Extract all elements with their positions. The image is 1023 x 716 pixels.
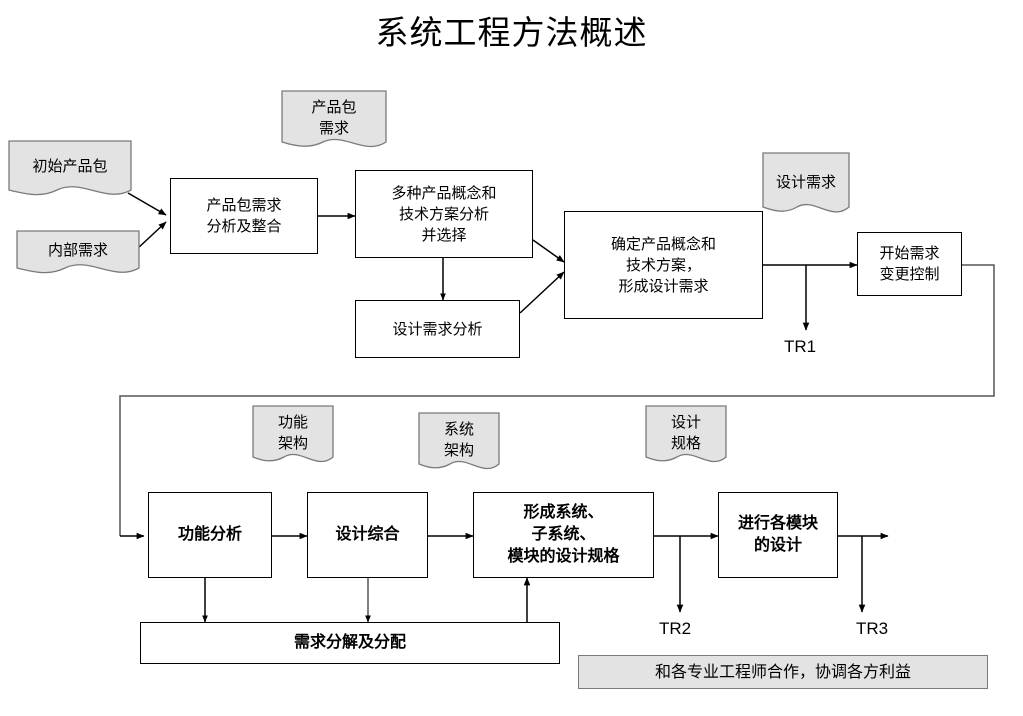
doc-initial-product-package-label: 初始产品包 [32, 157, 108, 175]
box-confirm-concept-and-technology: 确定产品概念和 技术方案， 形成设计需求 [564, 211, 763, 319]
doc-design-specification: 设计 规格 [645, 405, 727, 471]
doc-design-requirement: 设计需求 [762, 152, 850, 222]
doc-package-requirement: 产品包 需求 [281, 90, 387, 156]
doc-package-requirement-label: 产品包 需求 [311, 99, 357, 137]
label-tr2: TR2 [659, 619, 692, 638]
doc-design-requirement-label: 设计需求 [775, 173, 836, 191]
doc-internal-requirement: 内部需求 [16, 230, 140, 278]
box-design-requirement-analysis: 设计需求分析 [355, 300, 520, 358]
box-package-requirement-analysis: 产品包需求 分析及整合 [170, 178, 318, 254]
note-cooperate-with-engineers: 和各专业工程师合作，协调各方利益 [578, 655, 988, 689]
doc-system-architecture-label: 系统 架构 [443, 421, 474, 459]
doc-functional-architecture-label: 功能 架构 [277, 414, 308, 452]
doc-initial-product-package: 初始产品包 [8, 140, 132, 202]
box-concept-and-technology-selection: 多种产品概念和 技术方案分析 并选择 [355, 170, 533, 258]
document-shape-icon [281, 90, 387, 148]
document-shape-icon [8, 140, 132, 196]
doc-internal-requirement-label: 内部需求 [47, 241, 108, 259]
box-module-design: 进行各模块 的设计 [718, 492, 838, 578]
doc-functional-architecture: 功能 架构 [252, 405, 334, 471]
label-tr3: TR3 [856, 619, 889, 638]
doc-design-specification-label: 设计 规格 [670, 414, 701, 452]
label-tr1: TR1 [784, 337, 817, 356]
box-requirement-decomposition: 需求分解及分配 [140, 622, 560, 664]
box-form-design-specification: 形成系统、 子系统、 模块的设计规格 [473, 492, 654, 578]
box-functional-analysis: 功能分析 [148, 492, 272, 578]
box-design-synthesis: 设计综合 [307, 492, 428, 578]
box-start-change-control: 开始需求 变更控制 [857, 232, 962, 296]
page-title: 系统工程方法概述 [375, 14, 648, 51]
document-shape-icon [762, 152, 850, 213]
doc-system-architecture: 系统 架构 [418, 412, 500, 478]
